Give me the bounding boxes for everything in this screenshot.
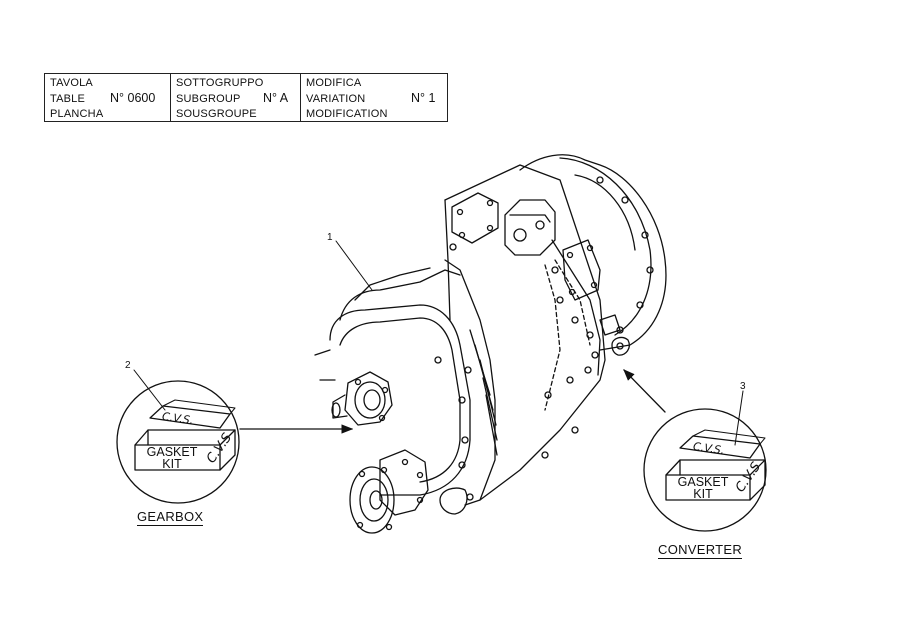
callout-1: 1 xyxy=(327,232,333,243)
converter-kit-label-line2: KIT xyxy=(693,487,713,501)
label-tavola: TAVOLA xyxy=(50,77,93,89)
gearbox-kit-label-line2: KIT xyxy=(162,457,182,471)
label-sousgroupe: SOUSGROUPE xyxy=(176,108,257,120)
label-subgroup: SUBGROUP xyxy=(176,93,241,105)
leader-line-3 xyxy=(734,390,744,446)
table-number-cell: TAVOLA TABLE PLANCHA N° 0600 xyxy=(45,74,170,121)
leader-line-2 xyxy=(133,369,166,411)
label-sottogruppo: SOTTOGRUPPO xyxy=(176,77,264,89)
lower-output-flange xyxy=(349,449,429,534)
converter-kit-label-line1: GASKET xyxy=(677,475,729,489)
variation-cell: MODIFICA VARIATION MODIFICATION N° 1 xyxy=(300,74,447,121)
gearbox-kit-badge xyxy=(116,380,240,504)
gearbox-kit-label-line1: GASKET xyxy=(146,445,198,459)
subgroup-cell: SOTTOGRUPPO SUBGROUP SOUSGROUPE N° A xyxy=(170,74,300,121)
label-variation: VARIATION xyxy=(306,93,366,105)
label-modifica: MODIFICA xyxy=(306,77,362,89)
table-number-value: N° 0600 xyxy=(110,91,156,105)
converter-arrow xyxy=(623,369,666,413)
label-table: TABLE xyxy=(50,93,86,105)
mounting-lugs xyxy=(314,314,630,381)
variation-value: N° 1 xyxy=(411,91,436,105)
gearbox-body xyxy=(329,164,606,515)
callout-2: 2 xyxy=(125,360,131,371)
leader-line-1 xyxy=(335,240,373,291)
label-plancha: PLANCHA xyxy=(50,108,104,120)
callout-3: 3 xyxy=(740,381,746,392)
caption-converter: CONVERTER xyxy=(658,542,743,559)
converter-housing xyxy=(519,154,667,351)
label-modification: MODIFICATION xyxy=(306,108,388,120)
converter-kit-badge xyxy=(643,408,767,532)
title-block: TAVOLA TABLE PLANCHA N° 0600 SOTTOGRUPPO… xyxy=(44,73,448,122)
top-cover-plate xyxy=(451,192,499,244)
filter-block xyxy=(504,199,556,256)
upper-output-flange xyxy=(331,371,393,426)
caption-gearbox: GEARBOX xyxy=(137,509,204,526)
subgroup-value: N° A xyxy=(263,91,289,105)
side-cover-plate xyxy=(562,239,601,301)
